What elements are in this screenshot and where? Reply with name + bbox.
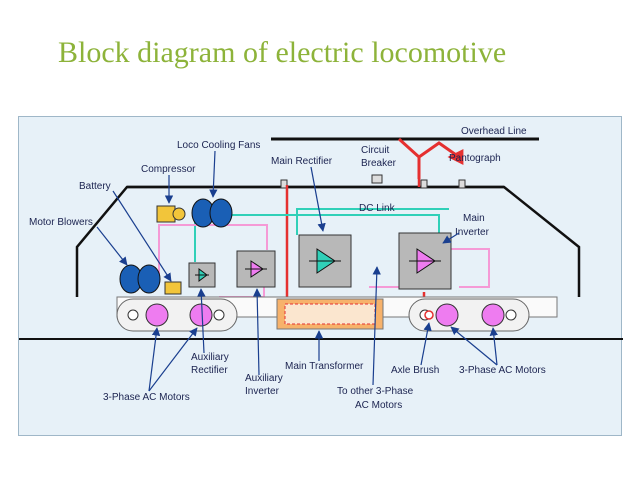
auxiliary-inverter-block bbox=[236, 250, 276, 288]
main-inverter-label-2: Inverter bbox=[455, 227, 490, 238]
pointer-battery bbox=[112, 190, 172, 282]
roof-insulator bbox=[280, 179, 288, 189]
auxiliary-inverter-label-2: Inverter bbox=[245, 386, 280, 397]
main-rectifier-label: Main Rectifier bbox=[271, 156, 333, 167]
roof-insulator bbox=[371, 174, 383, 184]
pointer-motor-left-1 bbox=[148, 327, 161, 392]
pointer-axle-brush bbox=[420, 322, 432, 366]
pointer-motor-left-2 bbox=[148, 327, 198, 392]
cooling-fan bbox=[209, 198, 233, 228]
loco-cooling-fans-label: Loco Cooling Fans bbox=[177, 140, 260, 151]
main-inverter-block bbox=[398, 232, 452, 290]
pointer-cooling-fans bbox=[209, 150, 218, 198]
auxiliary-rectifier-block bbox=[188, 262, 216, 288]
pointer-main-inverter bbox=[442, 232, 460, 244]
transformer-core bbox=[284, 303, 376, 325]
pointer-aux-rectifier bbox=[197, 288, 206, 354]
compressor bbox=[156, 205, 176, 223]
dc-link-line bbox=[194, 214, 440, 262]
pointer-motor-right-2 bbox=[489, 327, 498, 366]
compressor-motor bbox=[172, 207, 186, 221]
main-rectifier-block bbox=[298, 234, 352, 288]
pointer-to-other bbox=[372, 266, 381, 386]
ac-motor bbox=[435, 303, 459, 327]
roof-insulator bbox=[458, 179, 466, 189]
ac-motor bbox=[481, 303, 505, 327]
battery-label: Battery bbox=[79, 181, 111, 192]
pointer-motor-blowers bbox=[96, 226, 128, 266]
main-inverter-label-1: Main bbox=[463, 213, 485, 224]
compressor-label: Compressor bbox=[141, 164, 196, 175]
locomotive-block-diagram: Overhead Line Pantograph Circuit Breaker… bbox=[18, 116, 623, 436]
auxiliary-rectifier-label-1: Auxiliary bbox=[191, 352, 229, 363]
slide-title: Block diagram of electric locomotive bbox=[58, 36, 507, 69]
auxiliary-inverter-label-1: Auxiliary bbox=[245, 373, 283, 384]
overhead-line-label: Overhead Line bbox=[461, 126, 527, 137]
three-phase-right-label: 3-Phase AC Motors bbox=[459, 365, 546, 376]
pointer-aux-inverter bbox=[252, 288, 262, 376]
breaker-label: Breaker bbox=[361, 158, 397, 169]
ac-motor bbox=[189, 303, 213, 327]
motor-blowers-label: Motor Blowers bbox=[29, 217, 93, 228]
battery bbox=[164, 281, 182, 295]
ac-motors-label: AC Motors bbox=[355, 400, 402, 411]
pointer-motor-right-1 bbox=[450, 326, 498, 366]
axle-brush-marker bbox=[424, 310, 434, 320]
pantograph-label: Pantograph bbox=[449, 153, 501, 164]
ac-motor bbox=[145, 303, 169, 327]
main-transformer-label: Main Transformer bbox=[285, 361, 364, 372]
diagram-svg: Overhead Line Pantograph Circuit Breaker… bbox=[19, 126, 623, 411]
axle-brush-label: Axle Brush bbox=[391, 365, 439, 376]
roof-insulator bbox=[420, 179, 428, 189]
to-other-label: To other 3-Phase bbox=[337, 386, 414, 397]
three-phase-left-label: 3-Phase AC Motors bbox=[103, 392, 190, 403]
auxiliary-rectifier-label-2: Rectifier bbox=[191, 365, 228, 376]
pointer-main-rectifier bbox=[310, 166, 326, 232]
dc-link-line bbox=[296, 208, 449, 235]
motor-blower bbox=[137, 264, 161, 294]
circuit-label: Circuit bbox=[361, 145, 390, 156]
dc-link-label: DC Link bbox=[359, 203, 396, 214]
left-bogie bbox=[116, 298, 238, 332]
